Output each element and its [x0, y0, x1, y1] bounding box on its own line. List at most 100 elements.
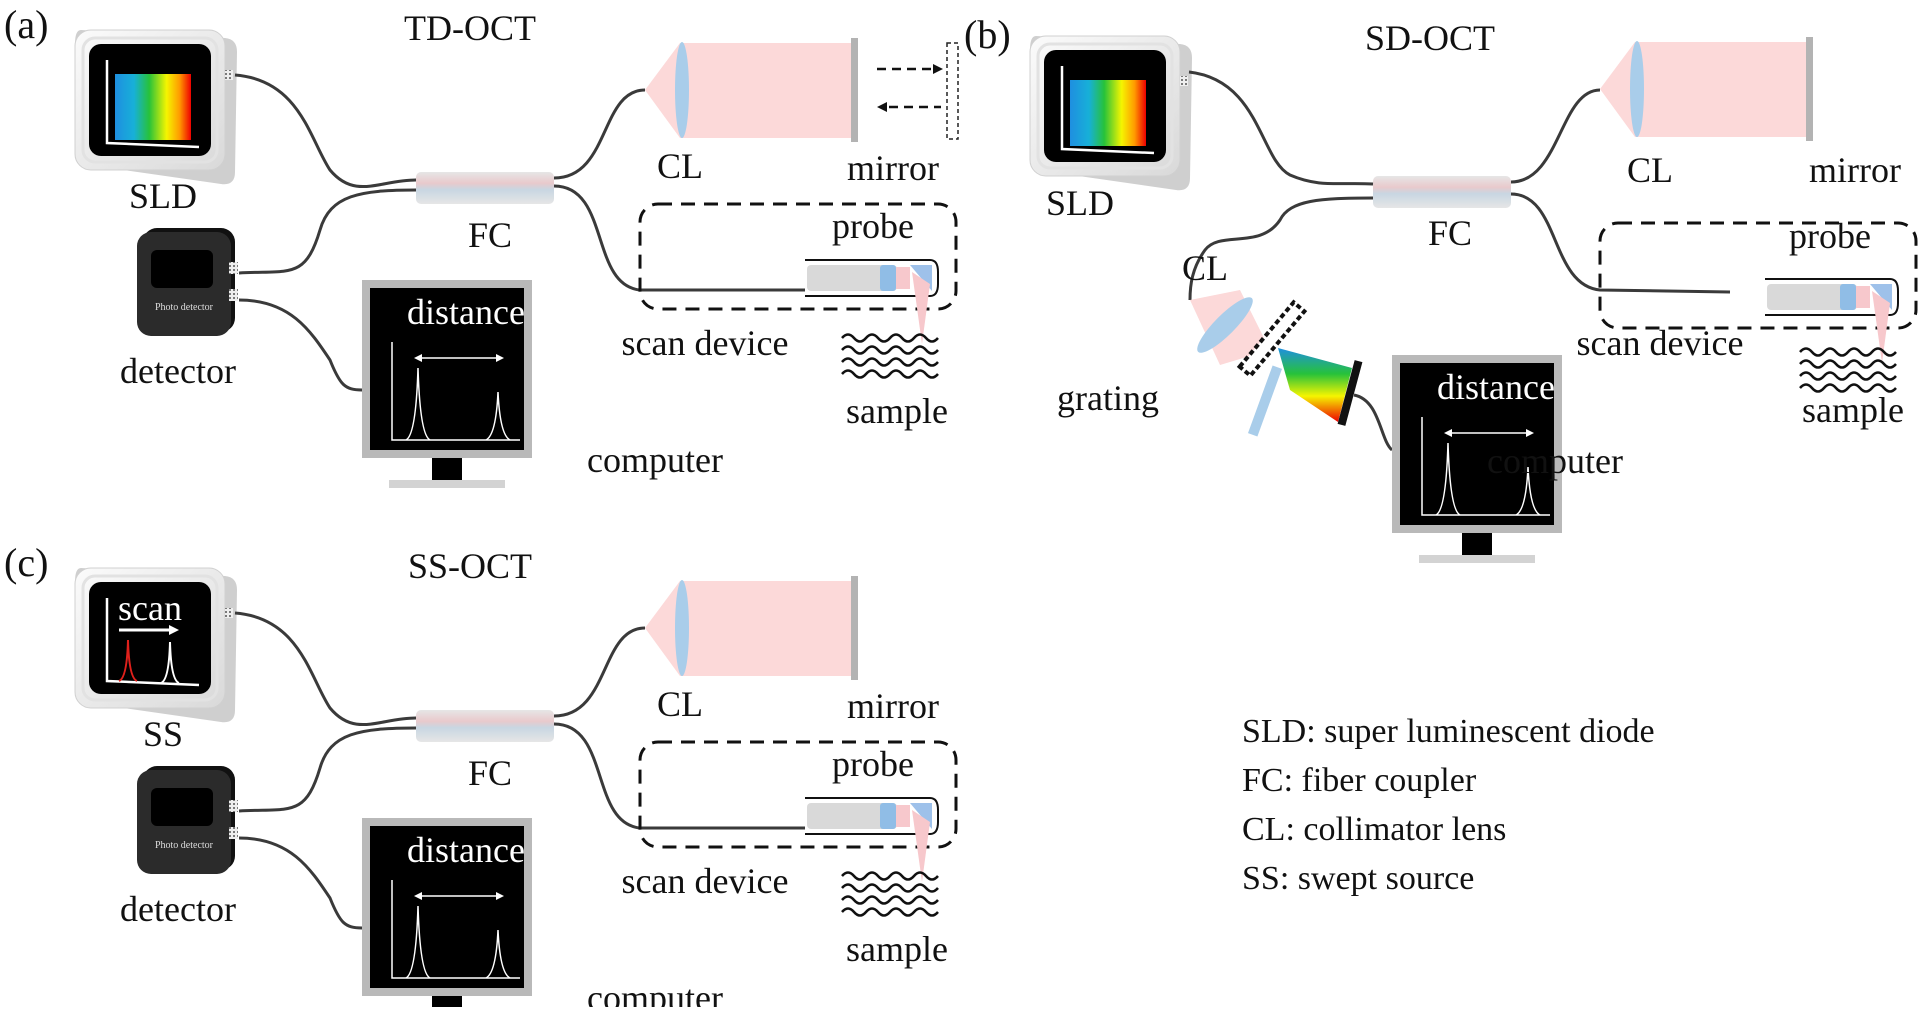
interference-peak-1	[405, 367, 431, 441]
computer-screen-text: distance	[407, 292, 525, 332]
detector-port-2	[229, 827, 238, 839]
computer-monitor: distance	[362, 280, 532, 488]
legend-entry: FC: fiber coupler	[1242, 762, 1477, 799]
probe-beam	[896, 267, 910, 289]
monitor-stand	[1419, 555, 1535, 563]
interference-peak-1	[405, 905, 431, 979]
dispersed-spectrum	[1278, 348, 1352, 422]
sample-wave-2	[841, 883, 939, 893]
spectrum-band	[1070, 80, 1146, 146]
fiber-coupler	[416, 172, 554, 204]
scan-device-label: scan device	[622, 861, 789, 901]
fiber-detector-to-coupler	[238, 188, 417, 275]
interference-peak-2	[485, 929, 511, 979]
source-plot-axes	[1060, 66, 1155, 155]
detector-port-1	[229, 262, 238, 274]
photo-detector-device: Photo detector	[137, 766, 238, 874]
lens-label: CL	[657, 684, 703, 724]
computer-label: computer	[1487, 441, 1623, 481]
fiber-detector-to-computer	[238, 298, 363, 392]
reference-mirror	[851, 576, 858, 680]
distance-arrow-left	[414, 892, 422, 900]
fiber-coupler	[1373, 176, 1511, 208]
fiber-source-to-coupler	[234, 73, 417, 188]
collimated-beam	[680, 581, 853, 676]
reference-arm	[645, 576, 858, 680]
beam-cone	[645, 581, 680, 676]
beam-cone	[645, 43, 680, 138]
scan-device-box	[1598, 221, 1918, 330]
probe-sheath	[805, 797, 939, 835]
detector-window	[151, 788, 213, 826]
sample-wave-3	[841, 895, 939, 905]
collimator-lens	[1630, 41, 1644, 137]
interference-peak-1	[1435, 442, 1461, 516]
fiber-coupler-to-reference	[553, 626, 646, 718]
sample-label: sample	[1802, 390, 1904, 430]
spectrometer-lens-label: CL	[1182, 248, 1228, 288]
sample-wave-3	[841, 357, 939, 367]
source-connector	[225, 608, 233, 618]
probe-beam	[896, 805, 910, 827]
probe-label: probe	[832, 206, 914, 246]
panel-title: SS-OCT	[408, 546, 532, 586]
source-bezel	[81, 574, 219, 702]
sample-tissue-icon	[1799, 347, 1897, 393]
panel-label: (b)	[964, 12, 1011, 57]
panel-title: SD-OCT	[1365, 18, 1495, 58]
computer-label: computer	[587, 440, 723, 480]
detector-port-2	[229, 289, 238, 301]
probe-sheath	[1765, 278, 1899, 316]
fiber-coupler-body	[1373, 176, 1511, 208]
light-source-device: scan	[74, 567, 237, 723]
reference-arm	[645, 38, 959, 142]
monitor-screen	[370, 288, 524, 450]
diffraction-grating	[1236, 299, 1308, 379]
spectrometer-collimator-lens	[1197, 297, 1253, 353]
interference-peak-2	[1515, 466, 1541, 516]
probe-body	[1767, 284, 1857, 310]
probe-beam	[1856, 286, 1870, 308]
screen-plot-axes	[391, 342, 520, 441]
probe-output-beam	[1872, 291, 1890, 363]
lens-label: CL	[657, 146, 703, 186]
source-screen	[89, 582, 211, 694]
sample-arm	[638, 740, 958, 882]
distance-arrow-left	[1444, 429, 1452, 437]
monitor-screen	[370, 826, 524, 988]
detector-label: detector	[120, 889, 236, 929]
source-bezel	[81, 36, 219, 164]
legend-entry: CL: collimator lens	[1242, 811, 1506, 848]
fiber-source-to-coupler	[1188, 70, 1374, 186]
coupler-label: FC	[468, 215, 512, 255]
sample-label: sample	[846, 929, 948, 969]
panel-label: (a)	[4, 2, 48, 47]
coupler-label: FC	[1428, 213, 1472, 253]
fiber-detector-to-computer	[238, 836, 363, 930]
grating-label: grating	[1057, 378, 1159, 418]
probe-label: probe	[1789, 216, 1871, 256]
mirror-moved-position	[946, 42, 959, 140]
legend-entry: SLD: super luminescent diode	[1242, 713, 1655, 750]
scan-device-label: scan device	[622, 323, 789, 363]
scan-arrow-back-head	[877, 102, 887, 112]
fiber-coupler	[416, 710, 554, 742]
fiber-coupler-to-probe	[1510, 192, 1731, 294]
fiber-coupler-to-probe	[553, 722, 805, 830]
light-source-device	[1029, 35, 1192, 191]
sample-label: sample	[846, 391, 948, 431]
spectrometer	[1190, 290, 1363, 437]
probe-label: probe	[832, 744, 914, 784]
sample-wave-1	[841, 333, 939, 343]
light-source-device	[74, 29, 237, 185]
computer-screen-text: distance	[1437, 367, 1555, 407]
computer-label: computer	[587, 978, 723, 1007]
fiber-source-to-coupler	[234, 611, 417, 726]
fiber-camera-to-computer	[1353, 393, 1394, 452]
source-label: SLD	[129, 176, 197, 216]
